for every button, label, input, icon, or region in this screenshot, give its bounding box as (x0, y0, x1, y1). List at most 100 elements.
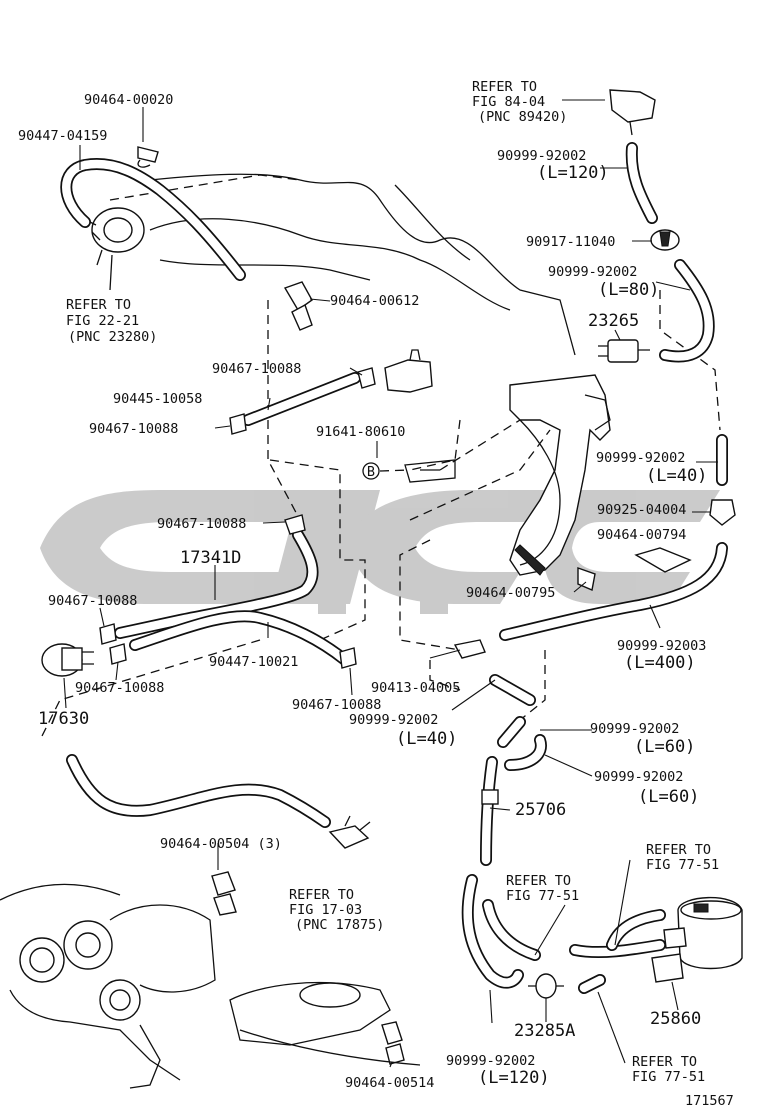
label-refer-to-17-03: REFER TO (289, 887, 354, 903)
label-l60-a: (L=60) (634, 737, 695, 757)
clip-90464-00794 (634, 547, 692, 573)
hose-90999-92003 (499, 542, 728, 641)
label-refer-to-77-51-a: REFER TO (506, 873, 571, 889)
label-90447-04159: 90447-04159 (18, 128, 107, 144)
label-90447-10021: 90447-10021 (209, 654, 298, 670)
label-l400: (L=400) (624, 653, 696, 673)
label-fig-77-51-a: FIG 77-51 (506, 888, 579, 904)
label-91641-80610: 91641-80610 (316, 424, 405, 440)
clip-90464-00514 (381, 1021, 405, 1065)
label-90464-00514: 90464-00514 (345, 1075, 434, 1091)
label-90999-92002-d: 90999-92002 (349, 712, 438, 728)
hose-90999-92002-l120-bottom (461, 874, 524, 989)
label-90467-10088-a: 90467-10088 (212, 361, 301, 377)
label-l120-b: (L=120) (478, 1068, 550, 1088)
bracket-91641 (404, 459, 456, 483)
hose-90999-92002-l40-center (489, 674, 536, 706)
label-fig-84-04: FIG 84-04 (472, 94, 545, 110)
label-90467-10088-e: 90467-10088 (75, 680, 164, 696)
clip-90467-10088-a (357, 367, 376, 389)
label-25860: 25860 (650, 1009, 701, 1029)
hose-17875 (66, 754, 331, 828)
fitting-17875 (328, 815, 371, 849)
label-90467-10088-c: 90467-10088 (157, 516, 246, 532)
label-l40-b: (L=40) (396, 729, 457, 749)
label-pnc-23280: (PNC 23280) (68, 329, 157, 345)
label-90467-10088-f: 90467-10088 (292, 697, 381, 713)
hose-77-51-a (482, 899, 541, 961)
marker-b: B (362, 462, 411, 480)
hose-90999-92002-l120 (625, 142, 658, 224)
label-90464-00504: 90464-00504 (3) (160, 836, 282, 852)
label-l60-b: (L=60) (638, 787, 699, 807)
label-90917-11040: 90917-11040 (526, 234, 615, 250)
label-refer-to-22-21: REFER TO (66, 297, 131, 313)
label-90464-00020: 90464-00020 (84, 92, 173, 108)
clip-90467-10088-b (229, 413, 247, 435)
label-pnc-89420: (PNC 89420) (478, 109, 567, 125)
vsv-17630 (41, 643, 94, 677)
label-17341d: 17341D (180, 548, 241, 568)
label-90445-10058: 90445-10058 (113, 391, 202, 407)
label-90413-04005: 90413-04005 (371, 680, 460, 696)
label-90999-92002-b: 90999-92002 (548, 264, 637, 280)
clips-left (99, 623, 357, 669)
marker-b-text: B (367, 464, 375, 480)
label-90999-92002-c: 90999-92002 (596, 450, 685, 466)
label-90464-00612: 90464-00612 (330, 293, 419, 309)
label-l80: (L=80) (598, 280, 659, 300)
label-90467-10088-d: 90467-10088 (48, 593, 137, 609)
clip-90464-00612 (283, 281, 313, 331)
hose-77-51-b (578, 974, 606, 994)
connector-89420 (609, 89, 656, 136)
label-fig-77-51-b: FIG 77-51 (646, 857, 719, 873)
label-l120-a: (L=120) (537, 163, 609, 183)
valve-90925-04004 (709, 499, 736, 526)
label-90999-92003: 90999-92003 (617, 638, 706, 654)
figure-number: 171567 (685, 1093, 734, 1109)
label-pnc-17875: (PNC 17875) (295, 917, 384, 933)
label-l40-a: (L=40) (646, 466, 707, 486)
clip-90464-00504 (211, 871, 237, 916)
throttle-body (509, 374, 611, 576)
hose-90999-92002-l80 (659, 259, 715, 363)
leader-lines (63, 99, 718, 1068)
label-90999-92002-g: 90999-92002 (446, 1053, 535, 1069)
hose-90447-10021 (129, 610, 351, 666)
label-refer-to-77-51-b: REFER TO (646, 842, 711, 858)
label-23265: 23265 (588, 311, 639, 331)
sensor-23265 (598, 339, 650, 363)
hose-90447-04159 (60, 158, 246, 281)
hose-90999-92002-l60-a (497, 716, 526, 748)
valve-23285a (528, 973, 564, 999)
label-refer-to-77-51-c: REFER TO (632, 1054, 697, 1070)
label-refer-to-84-04: REFER TO (472, 79, 537, 95)
pipe-25706 (480, 756, 499, 866)
label-90999-92002-a: 90999-92002 (497, 148, 586, 164)
callout-labels: 90464-00020 90447-04159 REFER TO FIG 22-… (18, 79, 734, 1109)
vsv-part (384, 349, 433, 393)
clip-17341d-top (284, 514, 306, 535)
valve-23280 (89, 207, 145, 291)
label-90925-04004: 90925-04004 (597, 502, 686, 518)
label-17630: 17630 (38, 709, 89, 729)
label-90999-92002-f: 90999-92002 (594, 769, 683, 785)
label-90464-00795: 90464-00795 (466, 585, 555, 601)
label-90999-92002-e: 90999-92002 (590, 721, 679, 737)
connector-90413 (453, 639, 486, 659)
engine-lower (0, 883, 421, 1089)
valve-90917-11040 (650, 229, 680, 251)
label-90464-00794: 90464-00794 (597, 527, 686, 543)
label-fig-77-51-c: FIG 77-51 (632, 1069, 705, 1085)
label-25706: 25706 (515, 800, 566, 820)
label-23285a: 23285A (514, 1021, 575, 1041)
hose-90999-92002-l60-b (504, 734, 547, 771)
hose-90445-10058 (242, 372, 361, 426)
canister-area (569, 896, 743, 983)
label-fig-17-03: FIG 17-03 (289, 902, 362, 918)
label-90467-10088-b: 90467-10088 (89, 421, 178, 437)
clip-90464-00020 (137, 146, 159, 168)
hose-17341d (114, 529, 319, 639)
label-fig-22-21: FIG 22-21 (66, 313, 139, 329)
